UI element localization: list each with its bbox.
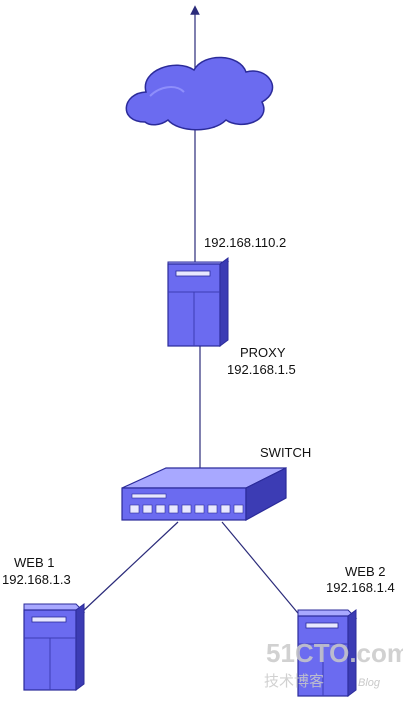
proxy-server-icon (167, 257, 230, 347)
watermark-blog: Blog (358, 677, 381, 689)
watermark: 51CTO.com 技术博客 Blog (264, 638, 403, 690)
proxy-wan-ip-label: 192.168.110.2 (204, 235, 286, 250)
switch-ports (129, 504, 244, 514)
internet-cloud-icon (125, 56, 274, 131)
web1-name-label: WEB 1 (14, 555, 54, 570)
web1-server-icon (23, 603, 86, 691)
switch-web1-link (81, 521, 179, 613)
web2-server-icon (297, 609, 358, 697)
switch-web2-link (221, 521, 303, 619)
watermark-site: 51CTO.com (266, 638, 403, 668)
proxy-lan-ip-label: 192.168.1.5 (227, 362, 296, 377)
web2-ip-label: 192.168.1.4 (326, 580, 395, 595)
proxy-name-label: PROXY (240, 345, 286, 360)
web1-ip-label: 192.168.1.3 (2, 572, 71, 587)
web2-name-label: WEB 2 (345, 564, 385, 579)
switch-name-label: SWITCH (260, 445, 311, 460)
switch-icon (121, 467, 287, 522)
watermark-tagline: 技术博客 (264, 672, 324, 690)
